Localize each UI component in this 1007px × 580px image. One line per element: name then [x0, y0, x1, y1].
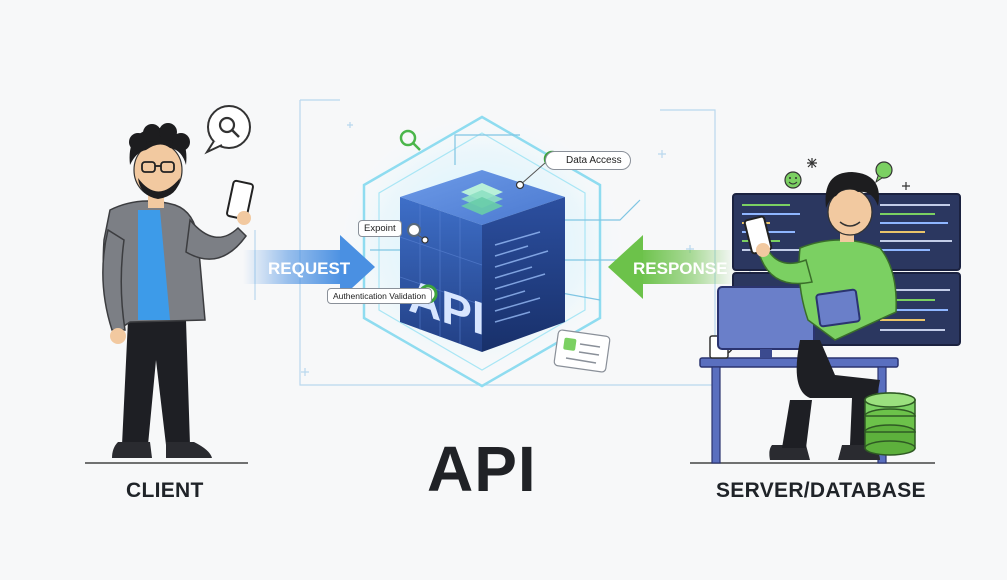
- hex-outline-inner: [378, 132, 586, 371]
- sparkle-marks: [301, 122, 694, 376]
- server-scene: [690, 158, 961, 464]
- api-title: API: [427, 433, 537, 505]
- cube-left-face: [400, 197, 482, 352]
- layers-icon: [461, 183, 503, 215]
- chat-bubble-icon: [875, 161, 893, 184]
- api-cube: API: [399, 170, 565, 352]
- endpoint-ring-icon: [407, 223, 421, 237]
- cube-grid: [399, 204, 483, 344]
- database-icon: [864, 392, 916, 456]
- client-person: [85, 105, 254, 464]
- request-label: REQUEST: [268, 259, 351, 278]
- request-arrow: REQUEST: [243, 235, 375, 299]
- speech-bubble-search-icon: [204, 105, 251, 155]
- sparkle-icon: [807, 158, 910, 190]
- cube-right-face: [482, 197, 565, 352]
- callout-endpoint: Expoint: [358, 220, 402, 237]
- response-label: RESPONSE: [633, 259, 727, 278]
- smiley-icon: [784, 171, 802, 189]
- search-icon: [399, 129, 421, 151]
- callout-data-access: Data Access: [545, 151, 631, 170]
- client-phone-icon: [226, 179, 254, 221]
- hex-outline-outer: [362, 115, 602, 388]
- code-lines: [494, 231, 549, 323]
- glasses-icon: [141, 161, 175, 173]
- callout-auth-validation: Authentication Validation: [327, 288, 432, 304]
- tablet-icon: [815, 288, 861, 328]
- client-label: CLIENT: [126, 479, 204, 502]
- server-label: SERVER/DATABASE: [716, 479, 926, 502]
- response-arrow: RESPONSE: [608, 235, 735, 299]
- document-card: [553, 329, 611, 373]
